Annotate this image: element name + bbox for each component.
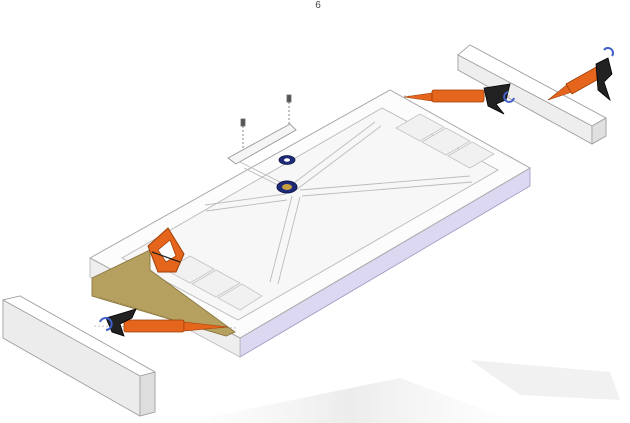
- end-batten-right: [457, 44, 607, 145]
- step-number: 6: [315, 0, 321, 11]
- floor-shadow: [180, 360, 620, 423]
- sealant-gun-right: [547, 47, 614, 102]
- waste-cover-assembly: [227, 94, 297, 165]
- fixing-screws: [240, 94, 292, 148]
- sealant-gun-left: [93, 308, 239, 337]
- waste-outlet: [276, 180, 298, 194]
- end-batten-left: [1, 295, 157, 417]
- hand-saw: [91, 227, 236, 337]
- tray-panels: [165, 113, 495, 311]
- tray-channels: [204, 121, 473, 285]
- sealant-gun-top: [403, 83, 515, 115]
- shower-tray: [88, 89, 532, 358]
